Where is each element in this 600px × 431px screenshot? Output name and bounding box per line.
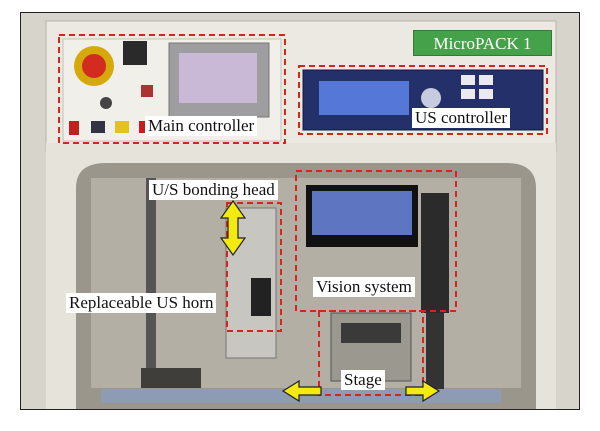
double-headed-arrow-icon [405,379,441,403]
replaceable-horn-label: Replaceable US horn [66,293,217,313]
double-headed-arrow-icon [219,199,247,257]
machine-name-badge: MicroPACK 1 [413,30,552,56]
main-controller-box [58,34,286,144]
us-controller-box [298,65,548,135]
vision-system-box [295,170,457,312]
bonding-head-label: U/S bonding head [149,180,278,200]
stage-box [318,310,424,396]
photo-frame: MicroPACK 1 Main controller US controlle… [20,12,580,410]
us-controller-label: US controller [412,108,511,128]
main-controller-label: Main controller [145,116,258,136]
double-headed-arrow-icon [281,379,322,403]
vision-system-label: Vision system [313,277,415,297]
machine-photo [21,13,579,409]
bonding-head-box [226,202,282,332]
stage-label: Stage [341,370,385,390]
